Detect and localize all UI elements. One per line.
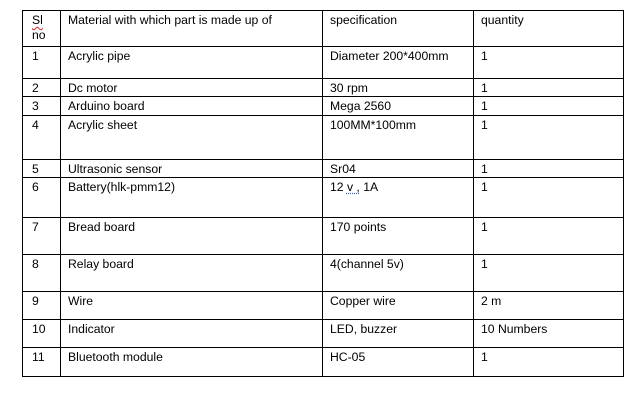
cell-sl: 5	[22, 159, 61, 178]
cell-specification: Mega 2560	[322, 96, 474, 116]
cell-specification: 4(channel 5v)	[322, 254, 474, 292]
cell-sl: 9	[22, 291, 61, 320]
cell-material: Wire	[60, 291, 323, 320]
table-row: 6 Battery(hlk-pmm12) 12 v , 1A 1	[22, 177, 624, 218]
cell-specification: Sr04	[322, 159, 474, 178]
header-material: Material with which part is made up of	[60, 10, 323, 47]
table-row: 9 Wire Copper wire 2 m	[22, 291, 624, 320]
cell-quantity: 1	[473, 78, 624, 97]
cell-sl: 2	[22, 78, 61, 97]
cell-quantity: 1	[473, 254, 624, 292]
table-row: 10 Indicator LED, buzzer 10 Numbers	[22, 319, 624, 348]
cell-material: Relay board	[60, 254, 323, 292]
cell-quantity: 1	[473, 177, 624, 218]
cell-sl: 6	[22, 177, 61, 218]
cell-material: Battery(hlk-pmm12)	[60, 177, 323, 218]
cell-sl: 7	[22, 217, 61, 255]
cell-material: Bluetooth module	[60, 347, 323, 377]
cell-quantity: 10 Numbers	[473, 319, 624, 348]
table-row: 8 Relay board 4(channel 5v) 1	[22, 254, 624, 292]
table-row: 5 Ultrasonic sensor Sr04 1	[22, 159, 624, 178]
cell-specification: Copper wire	[322, 291, 474, 320]
cell-material: Arduino board	[60, 96, 323, 116]
cell-quantity: 1	[473, 115, 624, 160]
cell-quantity: 1	[473, 46, 624, 79]
cell-quantity: 1	[473, 96, 624, 116]
table-row: 2 Dc motor 30 rpm 1	[22, 78, 624, 97]
cell-specification: 12 v , 1A	[322, 177, 474, 218]
table-row: 7 Bread board 170 points 1	[22, 217, 624, 255]
table-row: 1 Acrylic pipe Diameter 200*400mm 1	[22, 46, 624, 79]
header-quantity: quantity	[473, 10, 624, 47]
cell-sl: 11	[22, 347, 61, 377]
cell-sl: 3	[22, 96, 61, 116]
cell-material: Indicator	[60, 319, 323, 348]
cell-quantity: 1	[473, 347, 624, 377]
cell-sl: 8	[22, 254, 61, 292]
cell-material: Acrylic sheet	[60, 115, 323, 160]
table-row: 4 Acrylic sheet 100MM*100mm 1	[22, 115, 624, 160]
cell-specification: HC-05	[322, 347, 474, 377]
cell-specification: LED, buzzer	[322, 319, 474, 348]
cell-material: Acrylic pipe	[60, 46, 323, 79]
cell-sl: 4	[22, 115, 61, 160]
cell-material: Dc motor	[60, 78, 323, 97]
header-specification: specification	[322, 10, 474, 47]
cell-specification: 100MM*100mm	[322, 115, 474, 160]
table-row: 3 Arduino board Mega 2560 1	[22, 96, 624, 116]
cell-quantity: 1	[473, 217, 624, 255]
cell-sl: 1	[22, 46, 61, 79]
cell-quantity: 2 m	[473, 291, 624, 320]
cell-specification: 30 rpm	[322, 78, 474, 97]
cell-sl: 10	[22, 319, 61, 348]
cell-quantity: 1	[473, 159, 624, 178]
cell-specification: Diameter 200*400mm	[322, 46, 474, 79]
cell-specification: 170 points	[322, 217, 474, 255]
table-row: 11 Bluetooth module HC-05 1	[22, 347, 624, 377]
cell-material: Ultrasonic sensor	[60, 159, 323, 178]
cell-material: Bread board	[60, 217, 323, 255]
